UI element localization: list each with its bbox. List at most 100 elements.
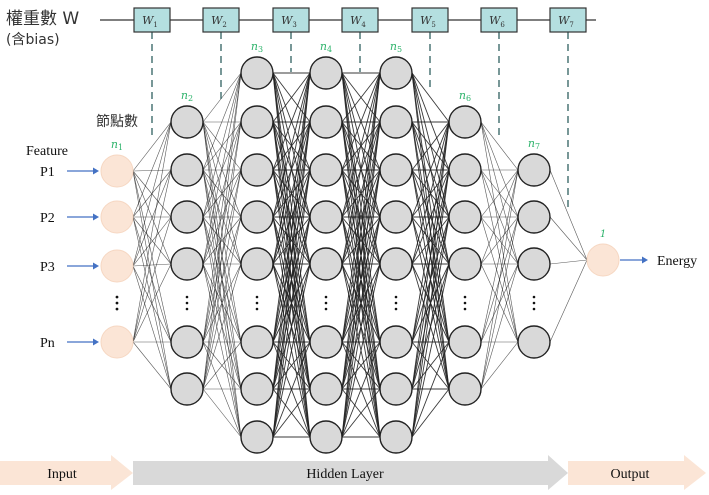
ellipsis-icon [532, 295, 536, 311]
hidden-node [240, 105, 274, 139]
connection-edge [411, 121, 450, 343]
hidden-node [309, 420, 343, 454]
connection-edge [341, 72, 381, 218]
layer-count-label: n2 [181, 89, 193, 103]
weight-box-w1: W1 [133, 7, 171, 33]
connection-edge [272, 169, 311, 265]
connection-edge [341, 121, 381, 438]
connection-edge [480, 169, 519, 218]
hidden-node [309, 153, 343, 187]
connection-edge [202, 72, 242, 343]
layer-count-label: n3 [251, 40, 263, 54]
connection-edge [411, 263, 450, 438]
hidden-node [240, 325, 274, 359]
hidden-node [170, 105, 204, 139]
connection-edge [341, 169, 381, 438]
stage-hidden-layer: Hidden Layer [133, 455, 568, 490]
connection-edge [341, 72, 381, 171]
connection-edge [411, 72, 450, 343]
connection-edge [411, 341, 450, 438]
connection-edge [272, 72, 311, 438]
hidden-node [309, 325, 343, 359]
connection-edge [341, 72, 381, 265]
hidden-node [448, 105, 482, 139]
connection-edge [202, 263, 242, 390]
connection-edge [411, 388, 450, 438]
connection-edge [549, 169, 588, 261]
connection-edge [411, 72, 450, 171]
ellipsis-icon [394, 295, 398, 311]
connection-edge [341, 341, 381, 438]
connection-edge [341, 216, 381, 438]
connection-edge [202, 388, 242, 438]
connection-edge [480, 169, 519, 343]
connection-edge [272, 263, 311, 438]
connections [132, 72, 588, 438]
connection-edge [132, 216, 172, 265]
input-label-p1: P1 [40, 165, 55, 180]
connection-edge [202, 72, 242, 171]
connection-edge [272, 388, 311, 438]
connection-edge [132, 341, 172, 390]
hidden-node [448, 372, 482, 406]
connection-edge [202, 72, 242, 123]
connection-edge [202, 216, 242, 265]
nodes-label: 節點數 [96, 113, 138, 130]
connection-edge [272, 72, 311, 171]
connection-edge [480, 216, 519, 265]
hidden-node [379, 325, 413, 359]
hidden-node [170, 325, 204, 359]
connection-edge [480, 263, 519, 390]
hidden-node [379, 420, 413, 454]
input-node [100, 200, 134, 234]
connection-edge [341, 121, 381, 265]
hidden-node [379, 56, 413, 90]
layer-count-label: n7 [528, 137, 540, 151]
input-label-p2: P2 [40, 211, 55, 226]
connection-edge [132, 265, 172, 343]
connection-edge [341, 72, 381, 390]
stage-input: Input [0, 455, 133, 490]
arrow-head-icon [93, 338, 99, 346]
weight-box-w6: W6 [480, 7, 518, 33]
connection-edge [132, 169, 172, 343]
input-node [100, 325, 134, 359]
connection-edge [411, 121, 450, 218]
connection-edge [272, 121, 311, 265]
connection-edge [272, 72, 311, 123]
connection-edge [272, 341, 311, 438]
connection-edge [411, 216, 450, 265]
connection-edge [341, 72, 381, 343]
hidden-node [309, 105, 343, 139]
connection-edge [132, 169, 172, 172]
connection-edge [132, 121, 172, 267]
connection-edge [480, 121, 519, 171]
input-ellipsis-icon [115, 295, 119, 311]
connection-edge [132, 121, 172, 343]
hidden-node [379, 105, 413, 139]
connection-edge [202, 121, 242, 265]
connection-edge [411, 169, 450, 265]
stage-label: Input [47, 467, 77, 482]
hidden-node [379, 372, 413, 406]
layer-count-label: n5 [390, 40, 402, 54]
feature-label: Feature [26, 144, 68, 159]
connection-edge [411, 72, 450, 123]
connection-edge [202, 169, 242, 265]
connection-edge [480, 216, 519, 390]
connection-edge [341, 169, 381, 265]
layer-count-label: 1 [600, 229, 606, 240]
connection-edge [341, 388, 381, 438]
connection-edge [341, 72, 381, 438]
hidden-node [240, 56, 274, 90]
connection-edge [341, 216, 381, 265]
connection-edge [272, 121, 311, 438]
connection-edge [132, 263, 172, 343]
connection-edge [480, 121, 519, 265]
connection-edge [132, 263, 172, 267]
connection-edge [202, 72, 242, 265]
weight-box-w7: W7 [549, 7, 587, 33]
connection-edge [132, 169, 172, 267]
